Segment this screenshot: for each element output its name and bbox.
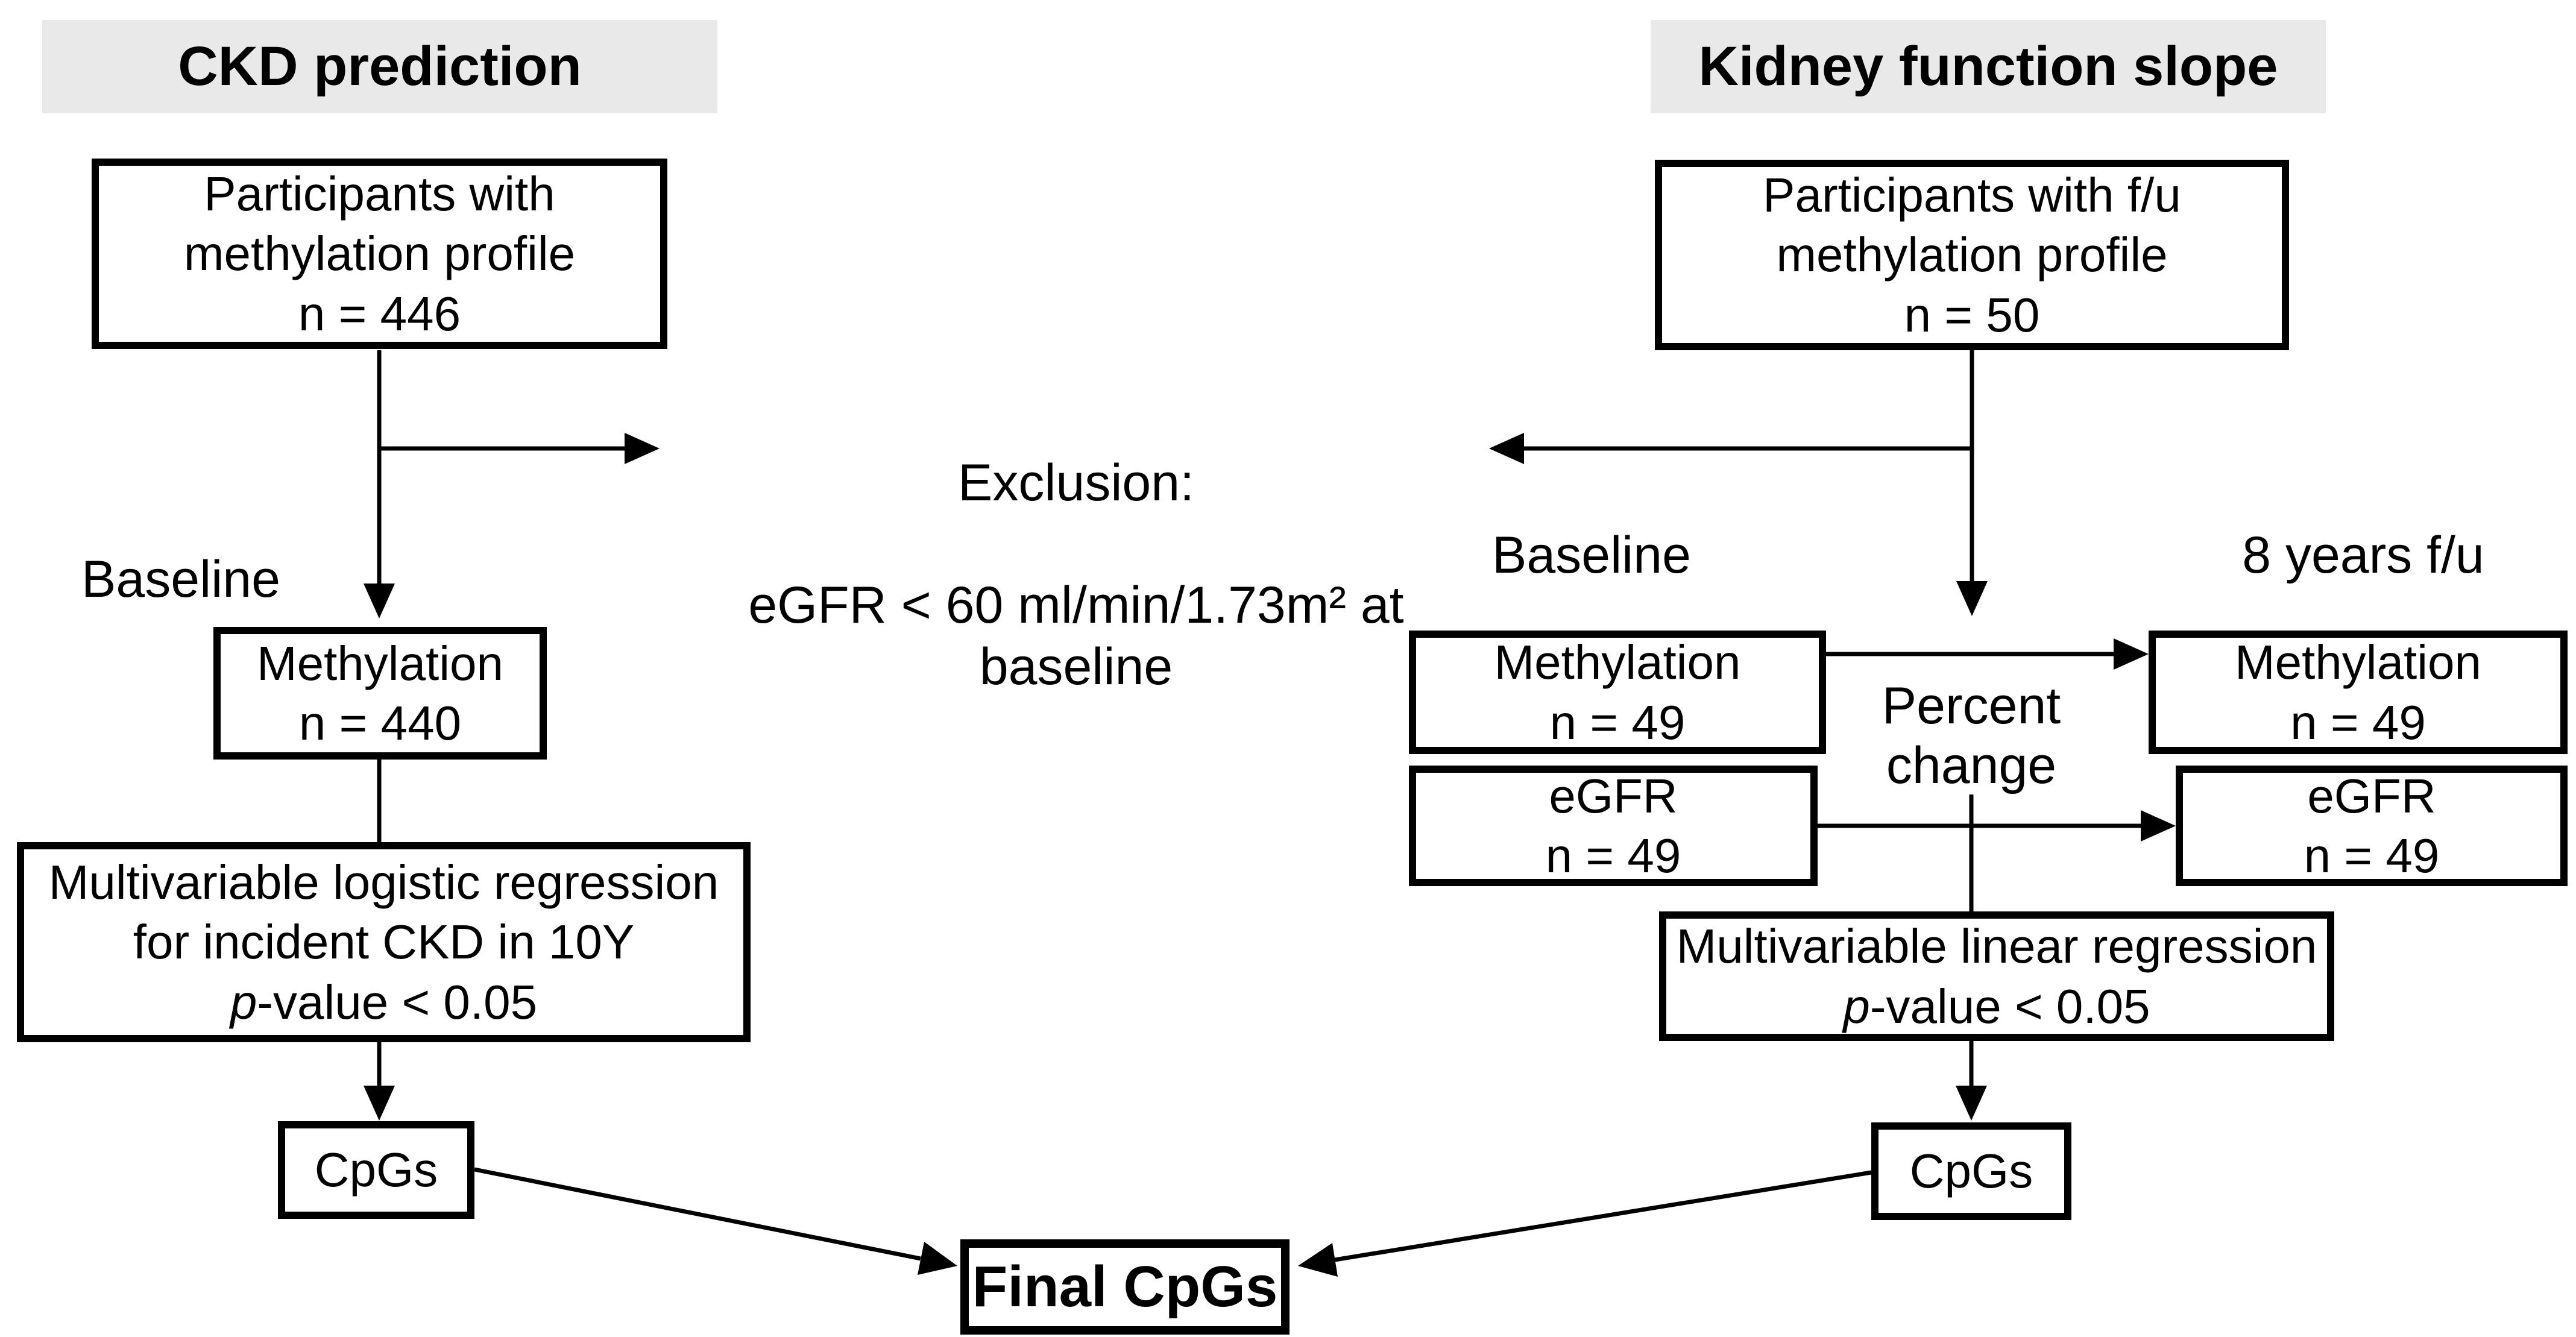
egfr-followup-text: eGFR n = 49 xyxy=(2304,769,2440,882)
egfr-followup-box: eGFR n = 49 xyxy=(2176,766,2568,886)
arrow-left-cpgs-to-final xyxy=(474,1167,921,1261)
cpgs-box-left: CpGs xyxy=(278,1121,474,1219)
logistic-regression-box: Multivariable logistic regression for in… xyxy=(17,842,751,1042)
ckd-prediction-header: CKD prediction xyxy=(42,20,717,113)
arrow-right-cpgs-to-final xyxy=(1334,1170,1872,1262)
egfr-baseline-box: eGFR n = 49 xyxy=(1409,766,1818,886)
methylation-followup-text: Methylation n = 49 xyxy=(2234,635,2482,749)
arrowhead-left-participants-to-methylation xyxy=(364,584,395,618)
arrowhead-left-cpgs-to-final xyxy=(918,1242,957,1275)
logistic-regression-line2: for incident CKD in 10Y xyxy=(133,915,635,969)
methylation-baseline-text-right: Methylation n = 49 xyxy=(1494,635,1741,749)
p-symbol: p xyxy=(230,975,257,1029)
p-symbol-right: p xyxy=(1843,979,1870,1033)
final-cpgs-box: Final CpGs xyxy=(960,1239,1290,1335)
exclusion-criteria: eGFR < 60 ml/min/1.73m² at baseline xyxy=(748,576,1404,696)
logistic-regression-line1: Multivariable logistic regression xyxy=(48,855,719,910)
arrowhead-right-participants-down xyxy=(1956,581,1988,616)
pvalue-rest: -value < 0.05 xyxy=(257,975,538,1029)
baseline-label-left: Baseline xyxy=(81,550,280,608)
arrowhead-egfr-baseline-to-followup xyxy=(2141,810,2176,842)
percent-change-label: Percent change xyxy=(1882,677,2061,794)
participants-fu-methylation-text: Participants with f/u methylation profil… xyxy=(1763,168,2181,342)
final-cpgs-text: Final CpGs xyxy=(972,1254,1278,1320)
methylation-baseline-box-right: Methylation n = 49 xyxy=(1409,631,1826,754)
egfr-baseline-text: eGFR n = 49 xyxy=(1545,769,1681,882)
arrowhead-right-to-exclusion xyxy=(1489,433,1524,464)
participants-fu-methylation-box: Participants with f/u methylation profil… xyxy=(1655,160,2289,350)
cpgs-box-right: CpGs xyxy=(1871,1122,2071,1220)
arrowhead-right-cpgs-to-final xyxy=(1298,1243,1338,1277)
linear-regression-line1: Multivariable linear regression xyxy=(1676,919,2317,974)
participants-methylation-text: Participants with methylation profile n … xyxy=(183,167,576,341)
exclusion-note: Exclusion: eGFR < 60 ml/min/1.73m² at ba… xyxy=(660,392,1492,759)
arrowhead-linear-to-cpgs xyxy=(1956,1086,1987,1121)
arrowhead-left-to-exclusion xyxy=(625,433,660,464)
cpgs-text-right: CpGs xyxy=(1909,1144,2033,1198)
linear-regression-box: Multivariable linear regression p-value … xyxy=(1659,911,2334,1041)
exclusion-title: Exclusion: xyxy=(958,454,1194,512)
methylation-baseline-box-left: Methylation n = 440 xyxy=(213,627,547,760)
followup-years-label: 8 years f/u xyxy=(2242,526,2484,584)
methylation-baseline-text-left: Methylation n = 440 xyxy=(256,636,504,750)
arrowhead-methylation-baseline-to-followup xyxy=(2114,638,2149,670)
linear-regression-pvalue: p-value < 0.05 xyxy=(1843,977,2150,1036)
participants-methylation-box: Participants with methylation profile n … xyxy=(92,159,667,349)
logistic-regression-pvalue: p-value < 0.05 xyxy=(230,972,537,1032)
kidney-function-slope-header: Kidney function slope xyxy=(1651,20,2326,113)
methylation-followup-box: Methylation n = 49 xyxy=(2149,631,2568,754)
cpgs-text-left: CpGs xyxy=(314,1143,438,1197)
pvalue-rest-right: -value < 0.05 xyxy=(1869,979,2150,1033)
baseline-label-right: Baseline xyxy=(1492,526,1691,584)
arrowhead-logistic-to-cpgs xyxy=(364,1086,395,1121)
